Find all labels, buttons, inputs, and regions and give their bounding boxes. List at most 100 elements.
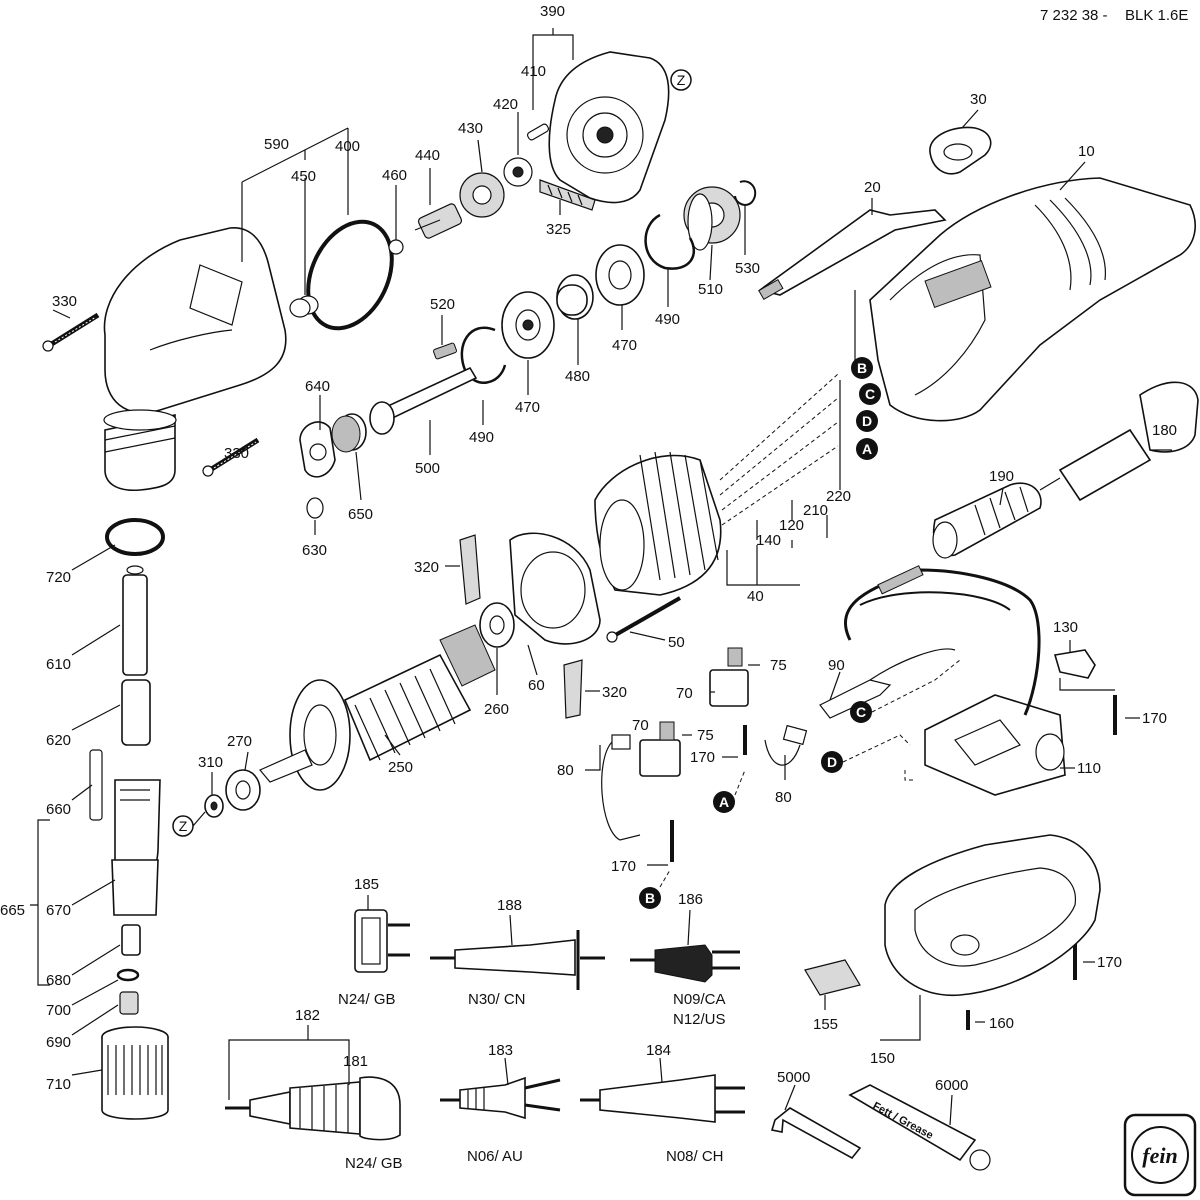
caption-186-us: N12/US — [673, 1011, 726, 1028]
label-700: 700 — [46, 1002, 71, 1019]
label-140: 140 — [756, 532, 781, 549]
svg-text:B: B — [645, 890, 655, 906]
svg-text:Z: Z — [677, 72, 686, 88]
label-720: 720 — [46, 569, 71, 586]
cord-clamp-130 — [1053, 649, 1096, 679]
plug-variant-captions: N24/ GB N30/ CN N09/CA N12/US N24/ GB N0… — [338, 991, 726, 1172]
power-cord-180 — [1039, 381, 1199, 502]
label-150: 150 — [870, 1050, 895, 1067]
label-181: 181 — [343, 1053, 368, 1070]
die-680 — [121, 924, 141, 956]
label-610: 610 — [46, 656, 71, 673]
marker-c-stator: C — [859, 383, 881, 405]
label-310: 310 — [198, 754, 223, 771]
label-460: 460 — [382, 167, 407, 184]
o-ring-400 — [306, 219, 394, 331]
marker-a-brush: A — [713, 791, 735, 813]
housing-cover-150 — [884, 834, 1101, 996]
key-520 — [433, 342, 457, 360]
label-680: 680 — [46, 972, 71, 989]
label-260: 260 — [484, 701, 509, 718]
label-170-d: 170 — [1097, 954, 1122, 971]
label-320-bottom: 320 — [602, 684, 627, 701]
hex-key-5000 — [770, 1107, 862, 1160]
electronics-module-110 — [924, 694, 1066, 796]
bushing-450 — [289, 295, 319, 318]
caption-185: N24/ GB — [338, 991, 396, 1008]
label-650: 650 — [348, 506, 373, 523]
label-155: 155 — [813, 1016, 838, 1033]
svg-text:A: A — [719, 794, 729, 810]
label-110: 110 — [1077, 760, 1101, 777]
pinion-440 — [414, 203, 463, 239]
svg-text:B: B — [857, 360, 867, 376]
svg-text:Z: Z — [179, 818, 188, 834]
label-510: 510 — [698, 281, 723, 298]
label-665: 665 — [0, 902, 25, 919]
brush-holder-320-top — [459, 534, 481, 605]
grease-tube-6000: Fett / Grease — [848, 1084, 991, 1171]
switch-cap-30 — [929, 126, 992, 175]
label-390: 390 — [540, 3, 565, 20]
part-number-labels: 390 410 420 430 440 460 400 450 590 330 … — [0, 3, 1177, 1094]
label-500: 500 — [415, 460, 440, 477]
stator-wires — [719, 373, 839, 526]
marker-z-top: Z — [670, 69, 692, 91]
caption-186-ca: N09/CA — [673, 991, 726, 1008]
label-183: 183 — [488, 1042, 513, 1059]
suppressor-90 — [819, 648, 956, 719]
svg-text:A: A — [862, 441, 872, 457]
brush-holder-70-lower — [639, 721, 681, 777]
gear-head-housing — [103, 227, 287, 492]
baffle-60 — [509, 532, 601, 645]
marker-d-stator: D — [856, 410, 878, 432]
label-590: 590 — [264, 136, 289, 153]
bearing-270 — [225, 769, 261, 811]
circlip-490-right — [644, 213, 696, 270]
bearing-cover-390 — [548, 51, 670, 204]
die-housing-670 — [111, 779, 161, 916]
label-30: 30 — [970, 91, 987, 108]
label-160: 160 — [989, 1015, 1014, 1032]
label-186: 186 — [678, 891, 703, 908]
cord-wire-inner — [859, 591, 1011, 611]
label-480: 480 — [565, 368, 590, 385]
label-10: 10 — [1078, 143, 1095, 160]
label-440: 440 — [415, 147, 440, 164]
label-80-left: 80 — [557, 762, 574, 779]
gear-510 — [683, 186, 741, 251]
punch-holder-620 — [121, 679, 151, 746]
sleeve-480 — [556, 274, 594, 320]
label-470-top: 470 — [612, 337, 637, 354]
marker-z-bottom: Z — [172, 815, 194, 837]
label-70-lower: 70 — [632, 717, 649, 734]
carbon-brush-80-right — [764, 724, 808, 766]
pad-155 — [804, 959, 861, 996]
label-188: 188 — [497, 897, 522, 914]
label-660: 660 — [46, 801, 71, 818]
caption-183: N06/ AU — [467, 1148, 523, 1165]
marker-b-stator: B — [851, 357, 873, 379]
o-ring-720 — [105, 518, 165, 556]
stator-40 — [594, 451, 722, 596]
caption-188: N30/ CN — [468, 991, 526, 1008]
plug-188 — [430, 930, 605, 990]
label-170-a: 170 — [690, 749, 715, 766]
label-130: 130 — [1053, 619, 1078, 636]
brush-holder-70-upper — [709, 647, 749, 707]
screw-330-top — [42, 312, 100, 352]
document-number: 7 232 38 - — [1040, 7, 1108, 24]
plug-181 — [225, 1076, 401, 1141]
marker-c-module: C — [850, 701, 872, 723]
insert-690 — [119, 991, 139, 1015]
label-630: 630 — [302, 542, 327, 559]
fein-logo: fein — [1123, 1113, 1197, 1197]
washer-460 — [388, 239, 404, 255]
bearing-470-top — [595, 244, 645, 306]
needle-bearing-650 — [331, 413, 367, 453]
label-250: 250 — [388, 759, 413, 776]
switch-lever-20 — [758, 209, 947, 301]
label-70-upper: 70 — [676, 685, 693, 702]
label-50: 50 — [668, 634, 685, 651]
